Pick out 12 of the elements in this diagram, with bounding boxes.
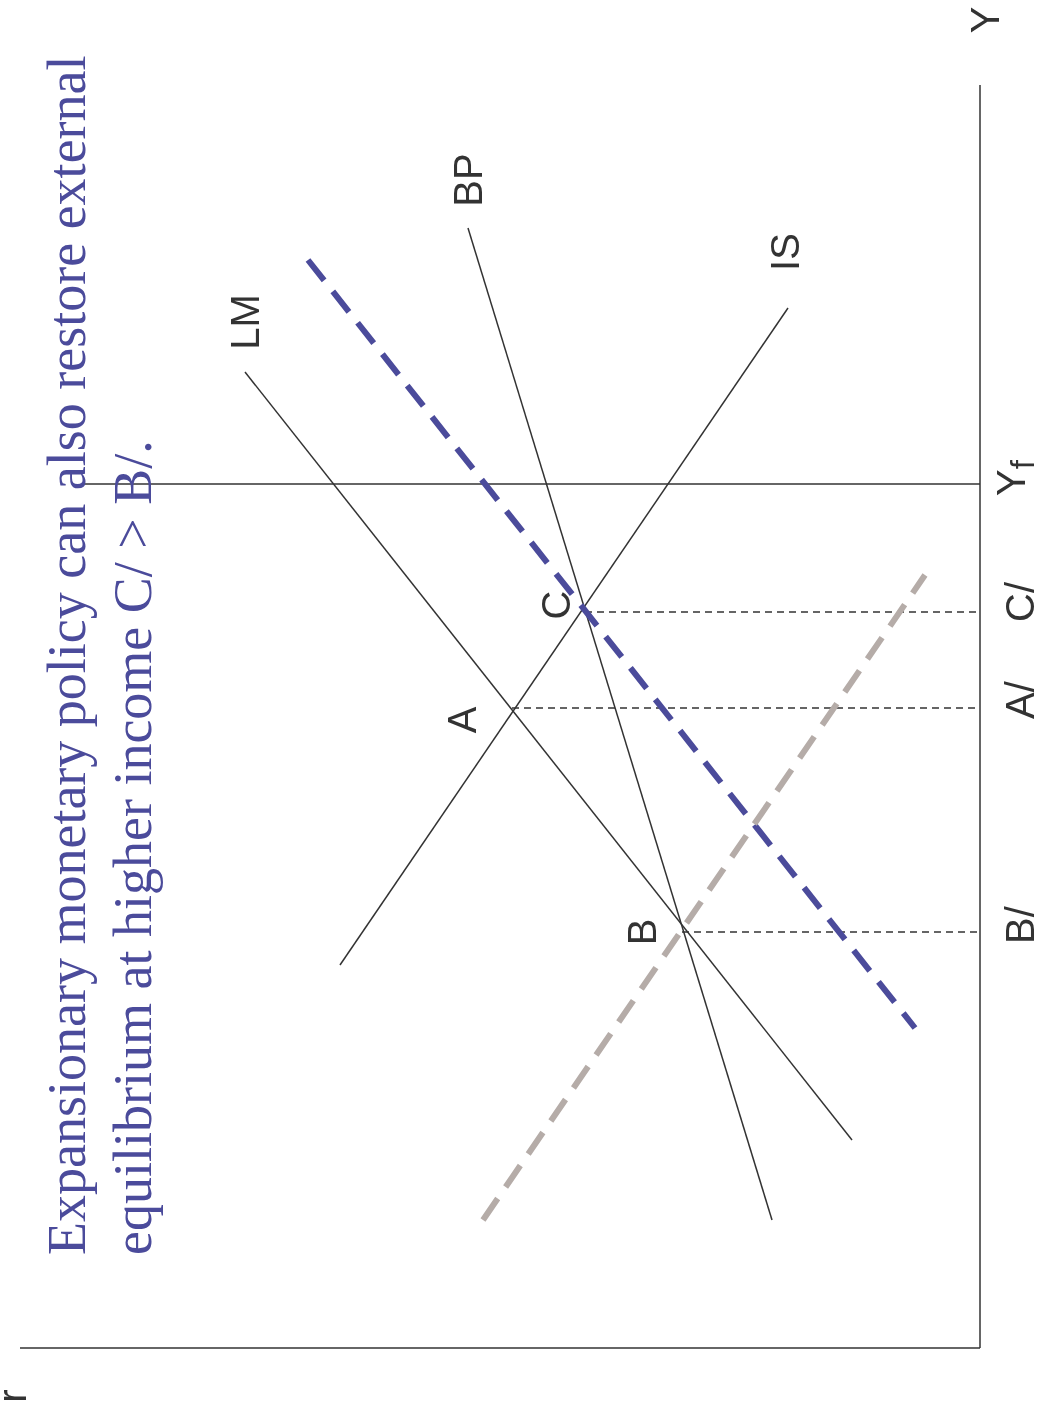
axis-label: r [0, 1389, 32, 1403]
point-label: A [442, 706, 482, 734]
curve-label: BP [448, 153, 488, 207]
axis-tick-label: A/ [1000, 681, 1040, 719]
point-label: C [536, 590, 576, 620]
axis-label: Y [965, 6, 1005, 34]
axis-tick-label: C/ [1000, 582, 1040, 622]
point-label: B [622, 918, 662, 946]
curve-label: IS [765, 233, 805, 271]
axis-tick-label: B/ [1000, 906, 1040, 944]
curve-label: LM [225, 294, 265, 350]
caption-text: Expansionary monetary policy can also restore external equilibrium at higher income C/ > B/. [36, 54, 164, 1255]
